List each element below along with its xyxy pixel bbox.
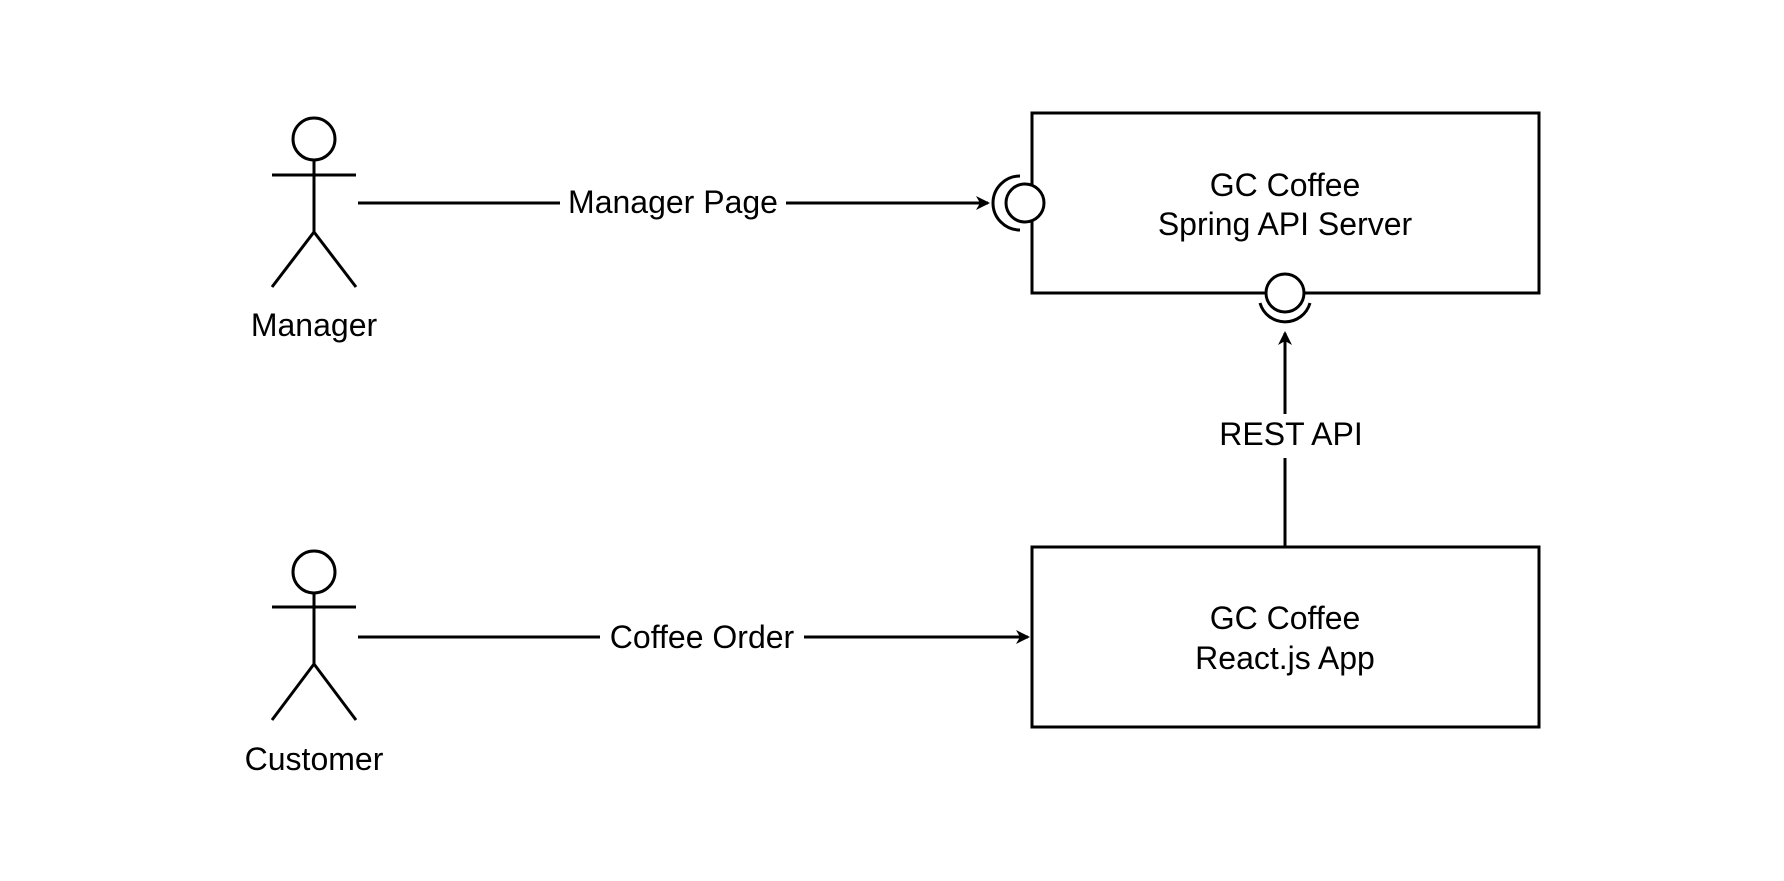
connection-coffee-order[interactable]: Coffee Order [358,614,1030,658]
connection-rest-api[interactable]: REST API [1210,331,1363,547]
manager-page-label: Manager Page [568,184,778,220]
component-react-app[interactable]: GC Coffee React.js App [1030,545,1541,729]
component-api-server[interactable]: GC Coffee Spring API Server [991,111,1541,324]
react-app-box [1030,545,1541,729]
api-server-box [1030,111,1541,295]
manager-stick-figure-icon [270,116,358,288]
api-server-title-line1: GC Coffee [1210,167,1361,203]
react-app-title-line1: GC Coffee [1210,600,1361,636]
customer-stick-figure-icon [270,549,358,721]
actor-manager-label: Manager [251,307,378,343]
connection-manager-page[interactable]: Manager Page [358,180,990,224]
rest-api-label: REST API [1219,416,1362,452]
api-server-title-line2: Spring API Server [1158,206,1413,242]
react-app-title-line2: React.js App [1195,640,1375,676]
actor-customer[interactable]: Customer [245,549,384,777]
actor-manager[interactable]: Manager [251,116,378,343]
api-server-bottom-interface-icon [1258,272,1312,324]
actor-customer-label: Customer [245,741,384,777]
coffee-order-label: Coffee Order [610,619,795,655]
api-server-left-interface-icon [991,174,1046,232]
